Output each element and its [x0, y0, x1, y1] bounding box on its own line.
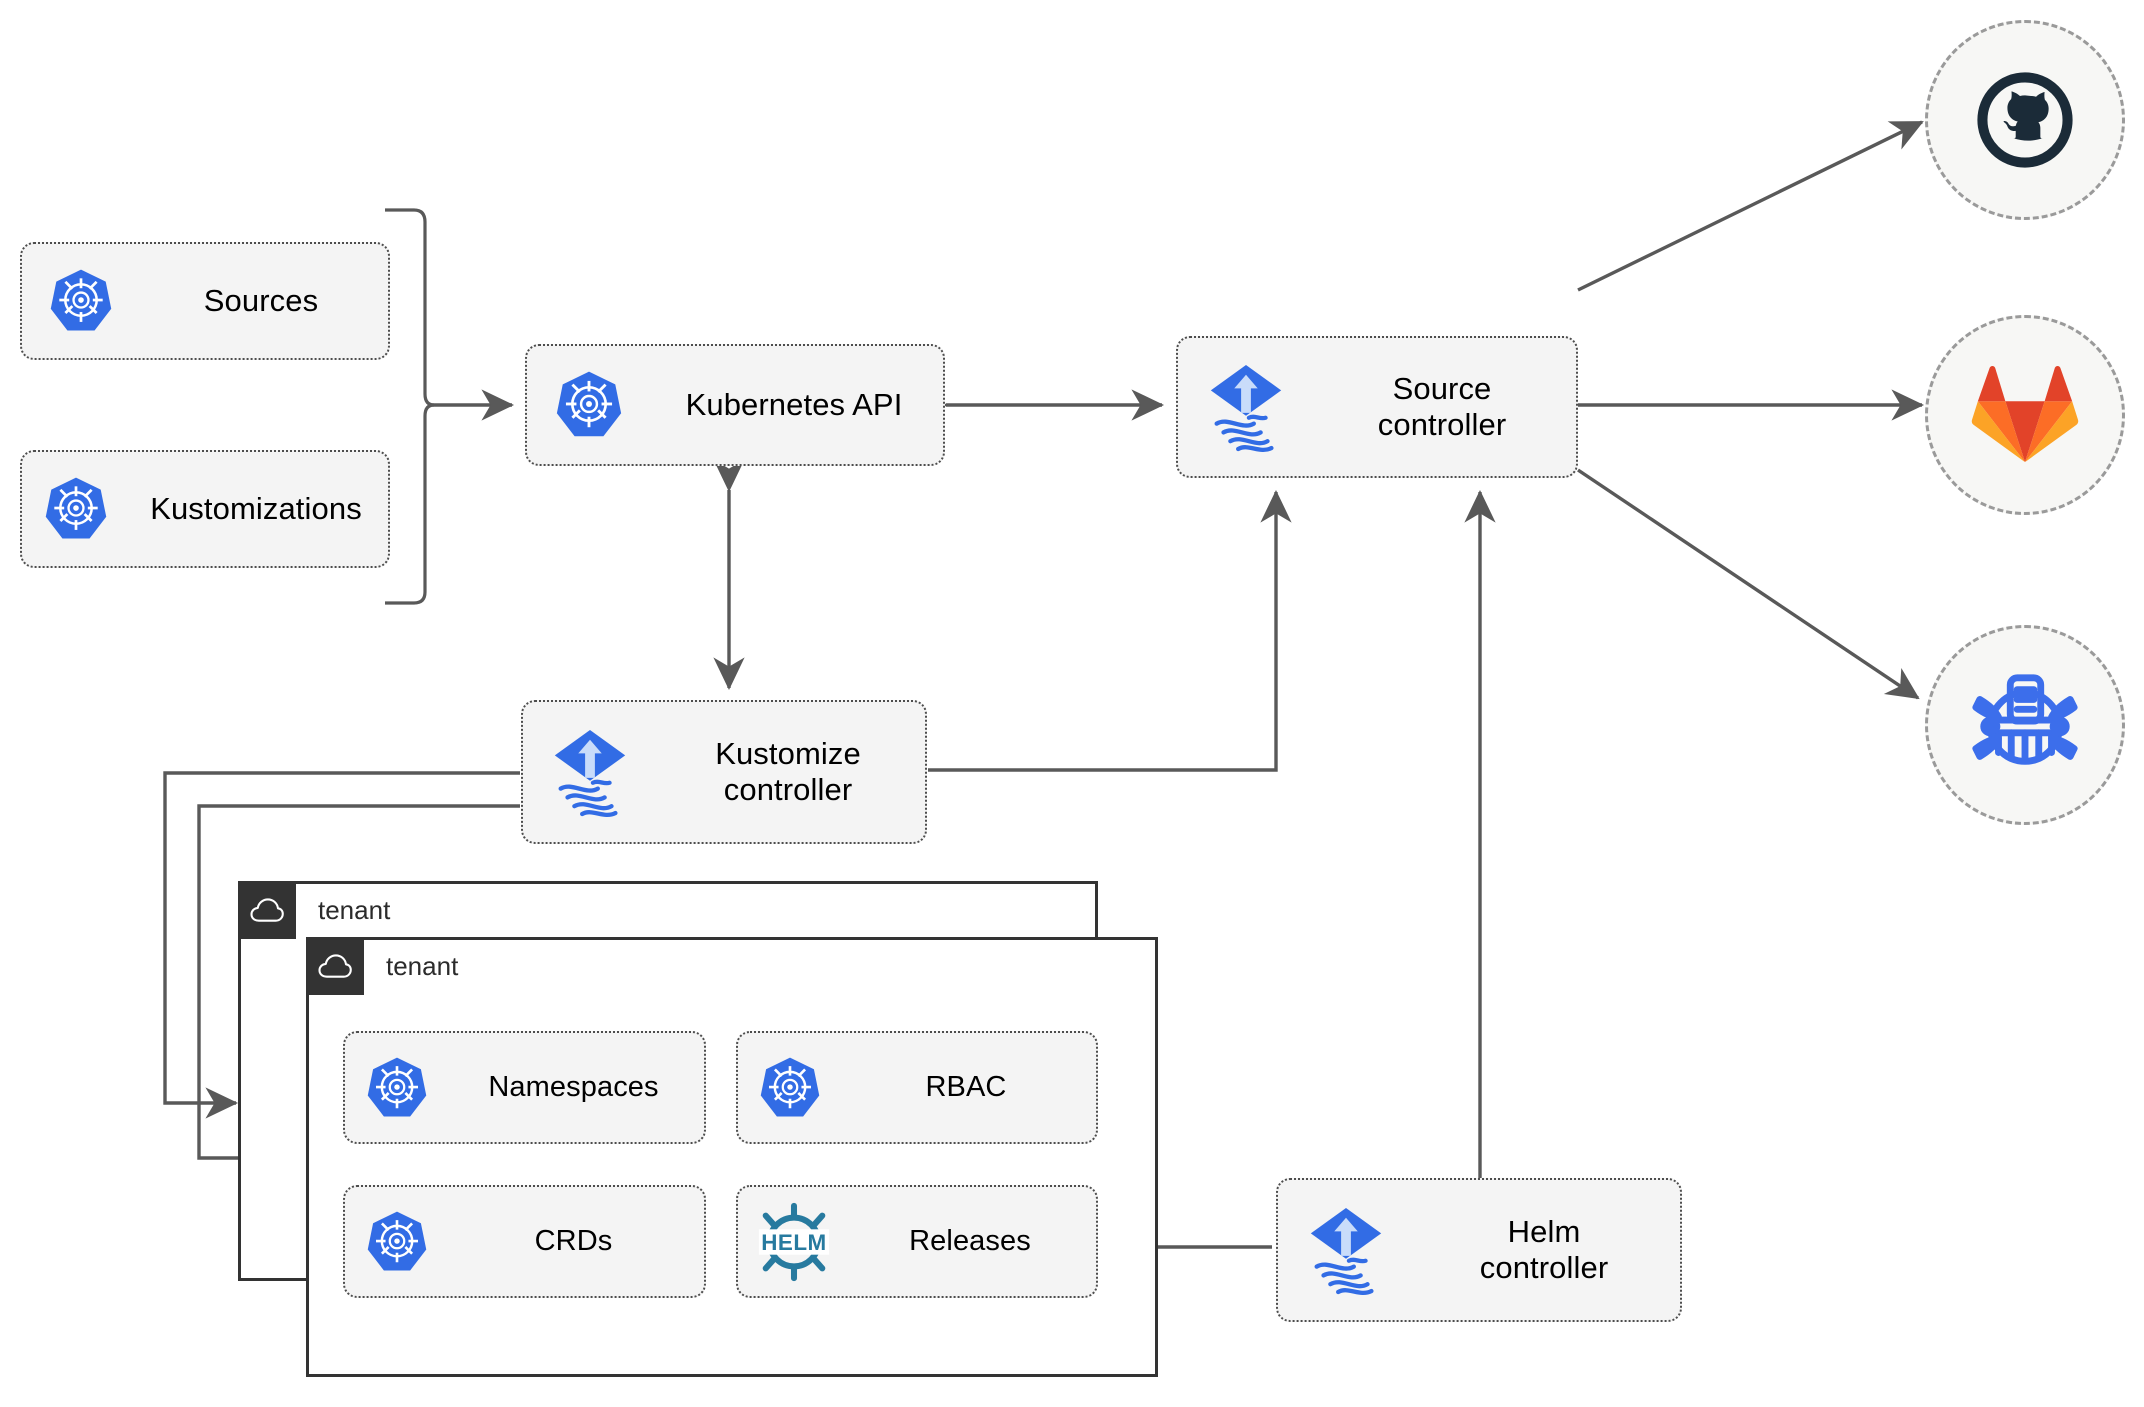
node-label: Namespaces: [488, 1070, 659, 1103]
node-label: Kustomize controller: [715, 736, 861, 807]
kubernetes-icon: [527, 370, 651, 440]
flux-icon: [1178, 361, 1314, 453]
kubernetes-icon: [738, 1056, 842, 1120]
provider-helm-repository[interactable]: [1925, 625, 2125, 825]
node-namespaces[interactable]: Namespaces: [343, 1031, 706, 1144]
wire-source-controller-to-github: [1577, 120, 1924, 292]
node-label: Helm controller: [1479, 1214, 1609, 1285]
kubernetes-icon: [345, 1056, 449, 1120]
wire-kustomize-to-source-controller: [928, 489, 1292, 772]
helm-icon: HELM: [738, 1202, 850, 1282]
provider-gitlab[interactable]: [1925, 315, 2125, 515]
tenant-label: tenant: [386, 950, 459, 981]
flux-icon: [523, 726, 657, 818]
node-label: Releases: [909, 1224, 1031, 1257]
node-helm-controller[interactable]: Helm controller: [1276, 1178, 1682, 1322]
node-crds[interactable]: CRDs: [343, 1185, 706, 1298]
node-label: Kustomizations: [150, 491, 362, 527]
github-icon: [1977, 72, 2073, 168]
node-label: Source controller: [1377, 371, 1507, 442]
node-label: CRDs: [534, 1224, 613, 1257]
node-kustomize-controller[interactable]: Kustomize controller: [521, 700, 927, 844]
node-sources[interactable]: Sources: [20, 242, 390, 360]
provider-github[interactable]: [1925, 20, 2125, 220]
cloud-icon: [306, 937, 364, 995]
node-source-controller[interactable]: Source controller: [1176, 336, 1578, 478]
tenant-label: tenant: [318, 894, 391, 925]
kubernetes-icon: [345, 1210, 449, 1274]
sources-group-brace: [385, 208, 435, 605]
node-kubernetes-api[interactable]: Kubernetes API: [525, 344, 945, 466]
cloud-icon: [238, 881, 296, 939]
helm-repository-icon: [1972, 674, 2078, 765]
svg-text:HELM: HELM: [761, 1229, 826, 1254]
gitlab-icon: [1971, 365, 2079, 463]
node-label: RBAC: [925, 1070, 1007, 1103]
node-label: Kubernetes API: [685, 387, 903, 423]
node-rbac[interactable]: RBAC: [736, 1031, 1098, 1144]
node-label: Sources: [203, 283, 319, 319]
node-releases[interactable]: HELM Releases: [736, 1185, 1098, 1298]
wire-source-controller-to-helm-repository: [1577, 468, 1920, 700]
tenant-container-inner: tenant: [306, 937, 1158, 1377]
kubernetes-icon: [22, 476, 130, 542]
tenant-header: tenant: [306, 937, 458, 995]
tenant-header: tenant: [238, 881, 390, 939]
kubernetes-icon: [22, 268, 140, 334]
node-kustomizations[interactable]: Kustomizations: [20, 450, 390, 568]
flux-icon: [1278, 1204, 1414, 1296]
